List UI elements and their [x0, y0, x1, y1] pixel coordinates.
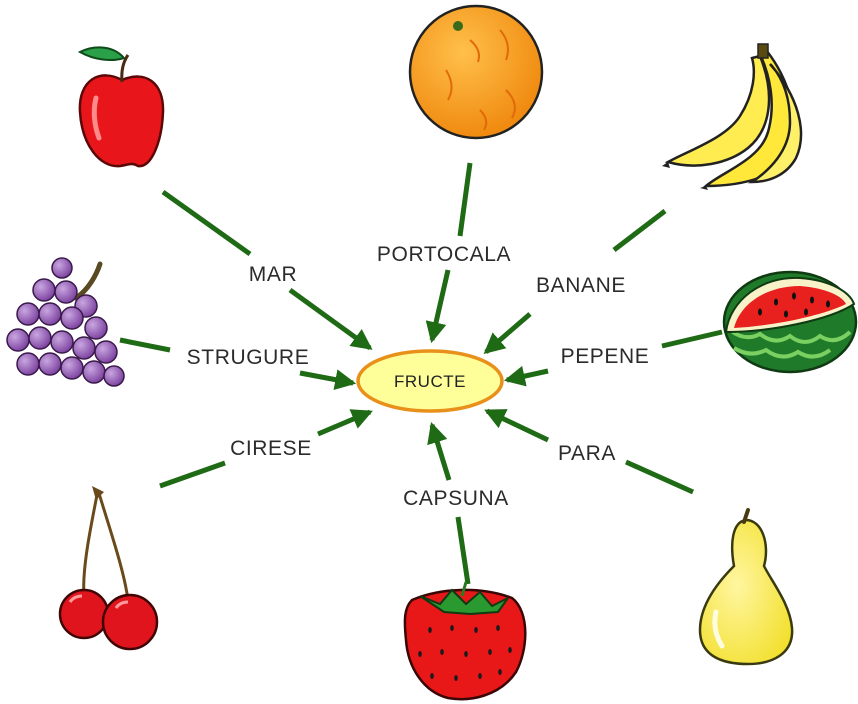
- apple-icon: [80, 47, 163, 166]
- pear-icon: [700, 510, 792, 664]
- center-label: FRUCTE: [394, 372, 466, 391]
- center-node: FRUCTE: [358, 351, 502, 411]
- label-banane: BANANE: [536, 274, 626, 297]
- label-cirese: CIRESE: [230, 437, 312, 460]
- cherries-icon: [60, 486, 157, 649]
- label-pepene: PEPENE: [561, 345, 650, 368]
- strawberry-icon: [405, 582, 525, 699]
- label-mar: MAR: [249, 263, 297, 286]
- label-para: PARA: [558, 442, 616, 465]
- orange-icon: [410, 6, 542, 138]
- label-portocala: PORTOCALA: [377, 243, 511, 266]
- grapes-icon: [7, 258, 124, 386]
- label-strugure: STRUGURE: [187, 346, 310, 369]
- label-capsuna: CAPSUNA: [403, 487, 509, 510]
- watermelon-icon: [724, 272, 856, 372]
- banana-icon: [662, 44, 801, 190]
